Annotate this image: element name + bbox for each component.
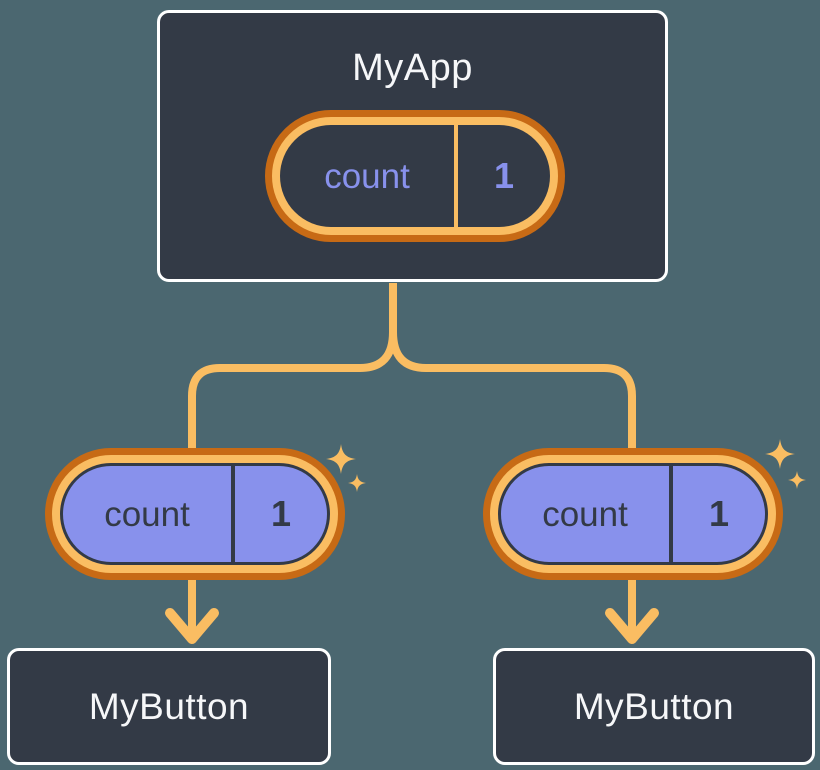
sparkle-icon xyxy=(326,444,366,492)
component-node-mybutton-right: MyButton xyxy=(493,648,815,765)
component-title-wrap: MyButton xyxy=(10,651,328,762)
state-value-label: 1 xyxy=(231,466,327,562)
state-pill-root: count 1 xyxy=(265,110,565,242)
component-title: MyButton xyxy=(573,686,735,727)
component-node-mybutton-left: MyButton xyxy=(7,648,331,765)
state-pill-core: count 1 xyxy=(60,463,330,565)
arrow-down-icon xyxy=(605,608,659,644)
state-value-label: 1 xyxy=(454,125,550,227)
state-name-label: count xyxy=(104,494,190,534)
component-title: MyApp xyxy=(352,47,473,89)
state-pill-left-child: count 1 xyxy=(45,448,345,580)
state-name-label: count xyxy=(324,156,410,196)
connector-right-branch xyxy=(389,283,636,637)
state-pill-right-child: count 1 xyxy=(483,448,783,580)
component-title-wrap: MyButton xyxy=(496,651,812,762)
component-title: MyButton xyxy=(88,686,250,727)
sparkle-icon xyxy=(765,439,806,489)
arrow-down-icon xyxy=(165,608,219,644)
state-value-label: 1 xyxy=(669,466,765,562)
state-pill-core: count 1 xyxy=(498,463,768,565)
state-pill-core: count 1 xyxy=(280,125,550,227)
state-name-label: count xyxy=(542,494,628,534)
